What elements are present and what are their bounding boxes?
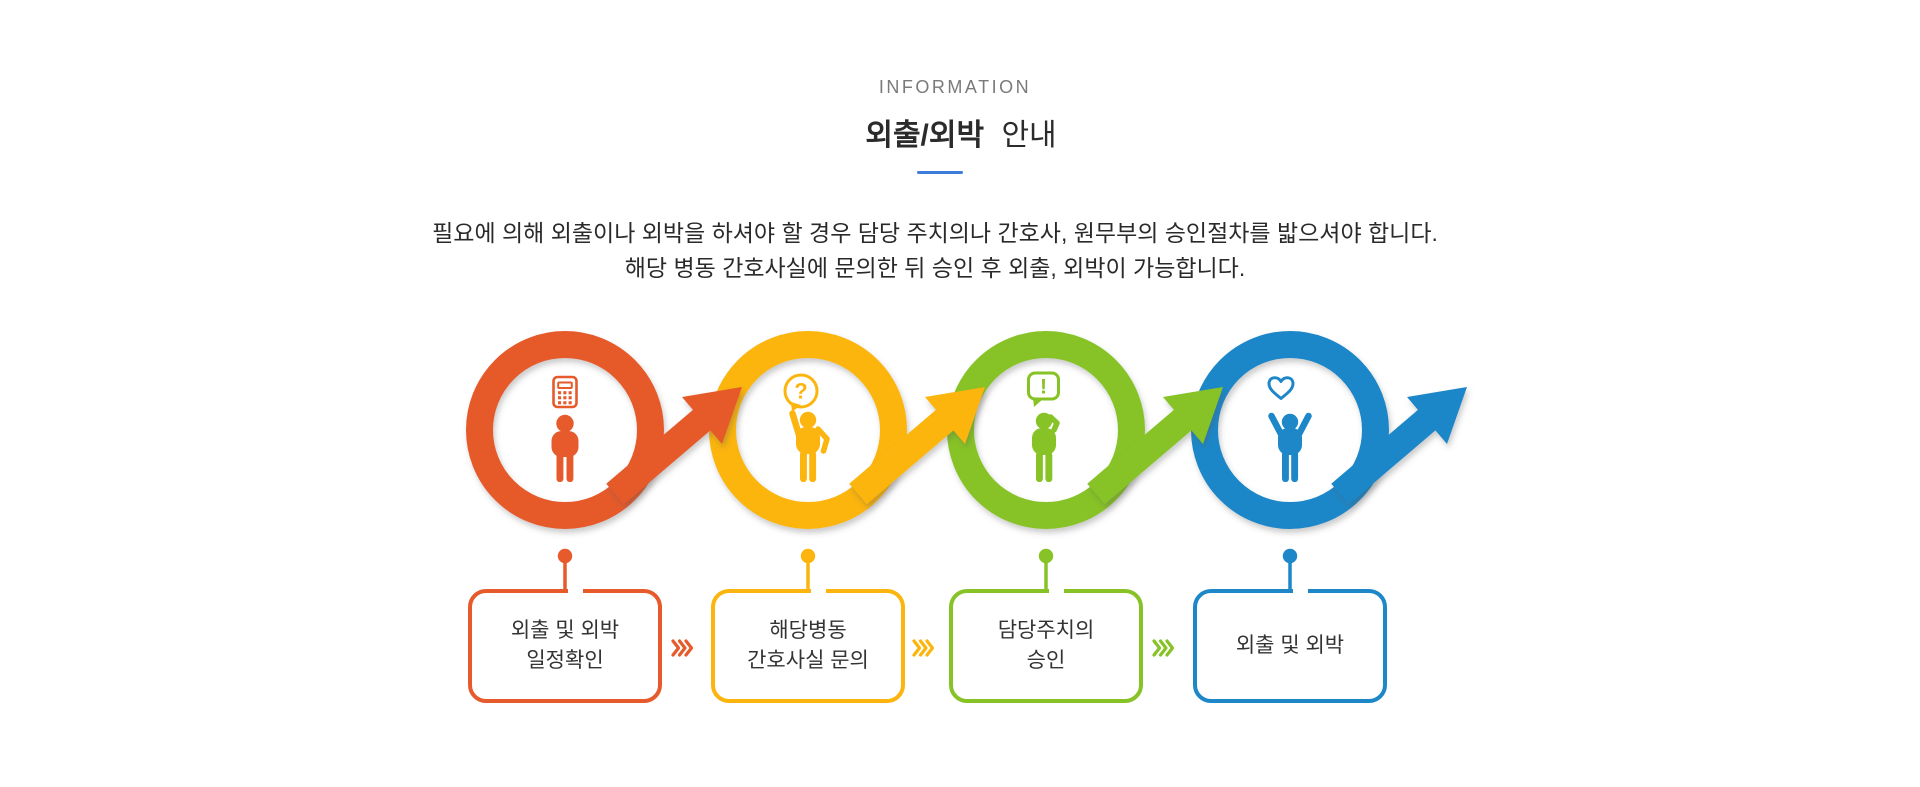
step-label-line: 해당병동 [769,619,847,642]
title-divider [917,171,963,174]
chevron-stroke [1165,639,1175,657]
calculator-person-icon [551,375,579,482]
arrow-shaft [849,408,955,505]
chevron-stroke [1158,639,1168,657]
person-torso [1032,428,1056,455]
triple-chevron-icon [912,639,935,657]
thinking-arm [1047,414,1060,433]
box-border-notch [1292,588,1308,596]
triple-chevron-icon [1152,639,1175,657]
arrow-shaft [1331,408,1437,505]
connector-stem [1044,556,1048,591]
calculator-key [558,391,562,395]
arrow-head [925,387,985,444]
heart-outline [1267,376,1295,400]
description-line: 해당 병동 간호사실에 문의한 뒤 승인 후 외출, 외박이 가능합니다. [624,255,1246,281]
raised-arm-left [1268,412,1286,440]
step-label-line: 일정확인 [526,649,604,672]
raised-arm [789,410,803,439]
step-label-line: 승인 [1026,649,1066,672]
step-label-line: 담당주치의 [997,619,1095,642]
person-leg [1045,452,1053,482]
connector-dot [1038,548,1054,564]
process-arrow [1087,387,1223,505]
chevron-stroke [684,639,694,657]
box-border-notch [567,588,583,596]
heart-person-icon [1267,376,1312,482]
page-title: 외출/외박 안내 [865,110,1056,154]
person-leg [809,451,817,482]
speech-bubble-tail [1033,398,1043,407]
connector-stem [563,556,567,591]
connector-dot [557,548,573,564]
calculator-key [558,396,562,400]
chevron-stroke [918,639,928,657]
calculator-key [563,391,567,395]
person-leg [1036,452,1043,482]
box-border-notch [1048,588,1064,596]
connector-stem [806,556,810,591]
chevron-stroke [671,639,681,657]
calculator-key [558,401,562,405]
arrow-head [1163,387,1223,444]
arrow-shaft [606,408,712,505]
person-head [799,411,817,429]
person-leg [1282,451,1289,482]
arrow-shaft [1087,408,1193,505]
raised-arm-right [1294,412,1312,440]
person-leg [556,452,564,482]
exclamation-mark: ! [1040,376,1047,399]
speech-bubble [783,373,819,409]
section-eyebrow: INFORMATION [878,77,1032,97]
calculator-key [563,401,567,405]
box-border-notch [810,588,826,596]
step-label-line: 외출 및 외박 [510,619,620,642]
calculator-key [568,401,572,405]
calculator-display [557,381,573,389]
connector-dot [800,548,816,564]
page-title-regular: 안내 [1001,119,1057,152]
calculator-key [568,396,572,400]
chevron-stroke [1152,639,1162,657]
calculator-body [552,375,578,409]
person-head [556,414,574,433]
chevron-stroke [677,639,687,657]
speech-bubble-tail [791,402,801,412]
chevron-stroke [912,639,922,657]
process-arrow [606,387,742,505]
exclamation-person-icon: ! [1027,371,1060,482]
person-leg [800,451,807,482]
person-leg [1291,451,1299,482]
process-arrow [849,387,985,505]
person-leg [566,452,574,482]
page-title-strong: 외출/외박 [865,119,985,152]
connector-dot [1282,548,1298,564]
triple-chevron-icon [671,639,694,657]
question-person-icon: ? [783,373,830,482]
description: 필요에 의해 외출이나 외박을 하셔야 할 경우 담당 주치의나 간호사, 원무… [432,216,1438,286]
description-line: 필요에 의해 외출이나 외박을 하셔야 할 경우 담당 주치의나 간호사, 원무… [432,220,1438,246]
person-head [1281,413,1299,431]
person-torso [551,431,579,457]
step-box: 외출 및 외박 [1193,589,1387,703]
calculator-key [568,391,572,395]
chevron-stroke [925,639,935,657]
arrow-head [682,387,742,444]
step-label-line: 간호사실 문의 [747,649,869,672]
speech-bubble [1027,371,1060,401]
question-mark: ? [794,379,807,404]
bent-arm [815,426,830,454]
calculator-key [563,396,567,400]
step-label-line: 외출 및 외박 [1235,634,1345,657]
process-arrow [1331,387,1467,505]
arrow-head [1407,387,1467,444]
process-ring [466,331,664,529]
connector-stem [1288,556,1292,591]
